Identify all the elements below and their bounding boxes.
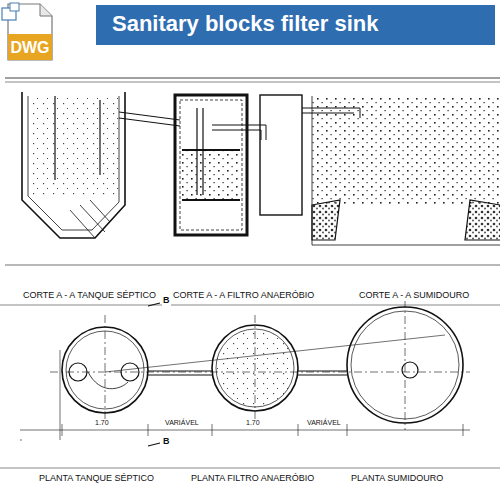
plan-title: PLANTA TANQUE SÉPTICO <box>38 474 155 484</box>
dimension: 1.70 <box>245 419 261 427</box>
badge-text: DWG <box>10 39 49 57</box>
section-title: CORTE A - A FILTRO ANAERÓBIO <box>172 291 315 301</box>
plan-title: PLANTA SUMIDOURO <box>350 474 444 484</box>
file-icon <box>2 3 52 60</box>
plans <box>0 300 500 468</box>
section-title: CORTE A - A TANQUE SÉPTICO <box>22 291 157 301</box>
dimension: VARIÁVEL <box>306 419 342 427</box>
plan-title: PLANTA FILTRO ANAERÓBIO <box>190 474 315 484</box>
dimension: VARIÁVEL <box>164 419 200 427</box>
title: Sanitary blocks filter sink <box>112 12 379 36</box>
section-marker: B <box>162 296 171 306</box>
section-title: CORTE A - A SUMIDOURO <box>358 291 470 301</box>
dimension: 1.70 <box>94 419 110 427</box>
file-badge: DWG <box>8 36 52 60</box>
sections <box>5 78 500 265</box>
section-marker: B <box>162 437 171 447</box>
title-band <box>96 5 495 45</box>
